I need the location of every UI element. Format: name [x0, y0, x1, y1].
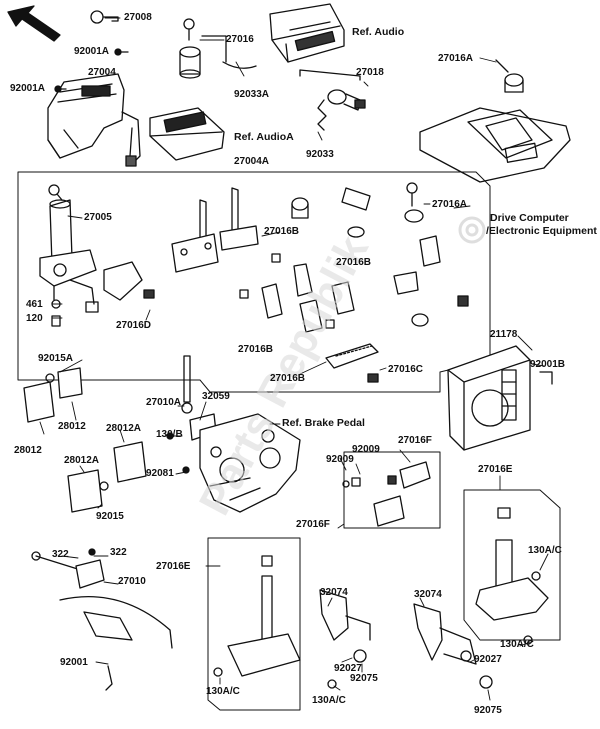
part-label-27016C: 27016C: [388, 364, 424, 375]
audio-lock-27018: [299, 69, 366, 131]
sensor-27010: [31, 548, 173, 691]
part-label-92001: 92001: [60, 657, 88, 668]
part-label-92015: 92015: [96, 511, 124, 522]
part-label-92001B: 92001B: [530, 359, 566, 370]
part-label-32074-b: 32074: [414, 589, 442, 600]
part-label-27005: 27005: [84, 212, 112, 223]
part-label-130AC-right2: 130A/C: [500, 639, 534, 650]
relay-28012-pair: [23, 367, 83, 423]
part-label-27016B-1: 27016B: [264, 226, 300, 237]
computer-unit-21178: [447, 345, 553, 451]
part-label-27018: 27018: [356, 67, 384, 78]
part-label-27016B-2: 27016B: [336, 257, 372, 268]
part-label-27008: 27008: [124, 12, 152, 23]
part-label-92001A-top: 92001A: [74, 46, 110, 57]
part-label-27016F-a: 27016F: [398, 435, 432, 446]
part-label-92027-b: 92027: [474, 654, 502, 665]
part-label-27016E-left: 27016E: [156, 561, 191, 572]
part-label-130AC-right: 130A/C: [528, 545, 562, 556]
part-label-92001A-left: 92001A: [10, 83, 46, 94]
part-label-27004A: 27004A: [234, 156, 270, 167]
console-27016A: [419, 59, 571, 183]
switch-27005: [39, 184, 99, 313]
part-label-27004: 27004: [88, 67, 116, 78]
part-label-92027-a: 92027: [334, 663, 362, 674]
stem-brackets-middle: [171, 187, 259, 273]
switch-housing-27004: [47, 73, 141, 167]
ref-drive-computer: Drive Computer: [490, 212, 569, 224]
part-label-130AC-left: 130A/C: [206, 686, 240, 697]
audio-a-unit: [149, 107, 225, 161]
assembly-27016E-left: [207, 537, 301, 711]
part-label-27016D: 27016D: [116, 320, 152, 331]
switch-27016F: [342, 461, 431, 527]
part-label-27016-top: 27016: [226, 34, 254, 45]
switch-27016D: [103, 261, 155, 301]
bracket-32074-right: [413, 603, 493, 689]
part-label-27016F-b: 27016F: [296, 519, 330, 530]
ref-electronic-equipment: /Electronic Equipment: [486, 225, 597, 237]
switch-27016C: [325, 343, 379, 383]
assembly-27016E-right: [463, 489, 561, 645]
part-label-92015A: 92015A: [38, 353, 74, 364]
ref-brake-pedal: Ref. Brake Pedal: [282, 417, 365, 429]
part-label-92075-b: 92075: [474, 705, 502, 716]
part-label-27010: 27010: [118, 576, 146, 587]
part-label-92033: 92033: [306, 149, 334, 160]
switch-27016A-cluster: [393, 182, 469, 327]
part-label-92075-a: 92075: [350, 673, 378, 684]
part-label-322-a: 322: [52, 549, 69, 560]
ref-audio: Ref. Audio: [352, 26, 405, 38]
part-label-28012-b: 28012: [14, 445, 42, 456]
front-arrow-icon: [7, 5, 61, 42]
switch-27016B-group: [239, 187, 371, 333]
part-label-461: 461: [26, 299, 43, 310]
part-label-92009-b: 92009: [326, 454, 354, 465]
key-27008: [90, 10, 119, 24]
part-label-120: 120: [26, 313, 43, 324]
part-label-27016B-4: 27016B: [270, 373, 306, 384]
part-label-28012A-b: 28012A: [64, 455, 100, 466]
assembly-frame-27004A: [17, 171, 491, 393]
part-label-27016E-right: 27016E: [478, 464, 513, 475]
bracket-32074-middle: [319, 589, 371, 689]
part-label-27016A-mid: 27016A: [432, 199, 468, 210]
relay-28012A-pair: [67, 441, 147, 513]
part-label-28012A-a: 28012A: [106, 423, 142, 434]
part-label-92009-a: 92009: [352, 444, 380, 455]
part-label-21178: 21178: [490, 329, 518, 340]
ref-audio-a: Ref. AudioA: [234, 131, 294, 143]
part-label-92033A: 92033A: [234, 89, 270, 100]
part-label-322-b: 322: [110, 547, 127, 558]
part-label-32074-a: 32074: [320, 587, 348, 598]
part-label-27016A-top: 27016A: [438, 53, 474, 64]
part-label-32059: 32059: [202, 391, 230, 402]
ignition-switch-top: [179, 18, 257, 79]
brake-pedal-bracket: [199, 413, 301, 513]
part-label-28012-a: 28012: [58, 421, 86, 432]
part-label-92081: 92081: [146, 468, 174, 479]
audio-unit: [269, 3, 345, 63]
part-label-27016B-3: 27016B: [238, 344, 274, 355]
part-label-130B: 130/B: [156, 429, 183, 440]
leader-lines: [39, 17, 549, 701]
part-label-130AC-mid: 130A/C: [312, 695, 346, 706]
part-label-27010A: 27010A: [146, 397, 182, 408]
frame-27016F: [343, 451, 441, 529]
